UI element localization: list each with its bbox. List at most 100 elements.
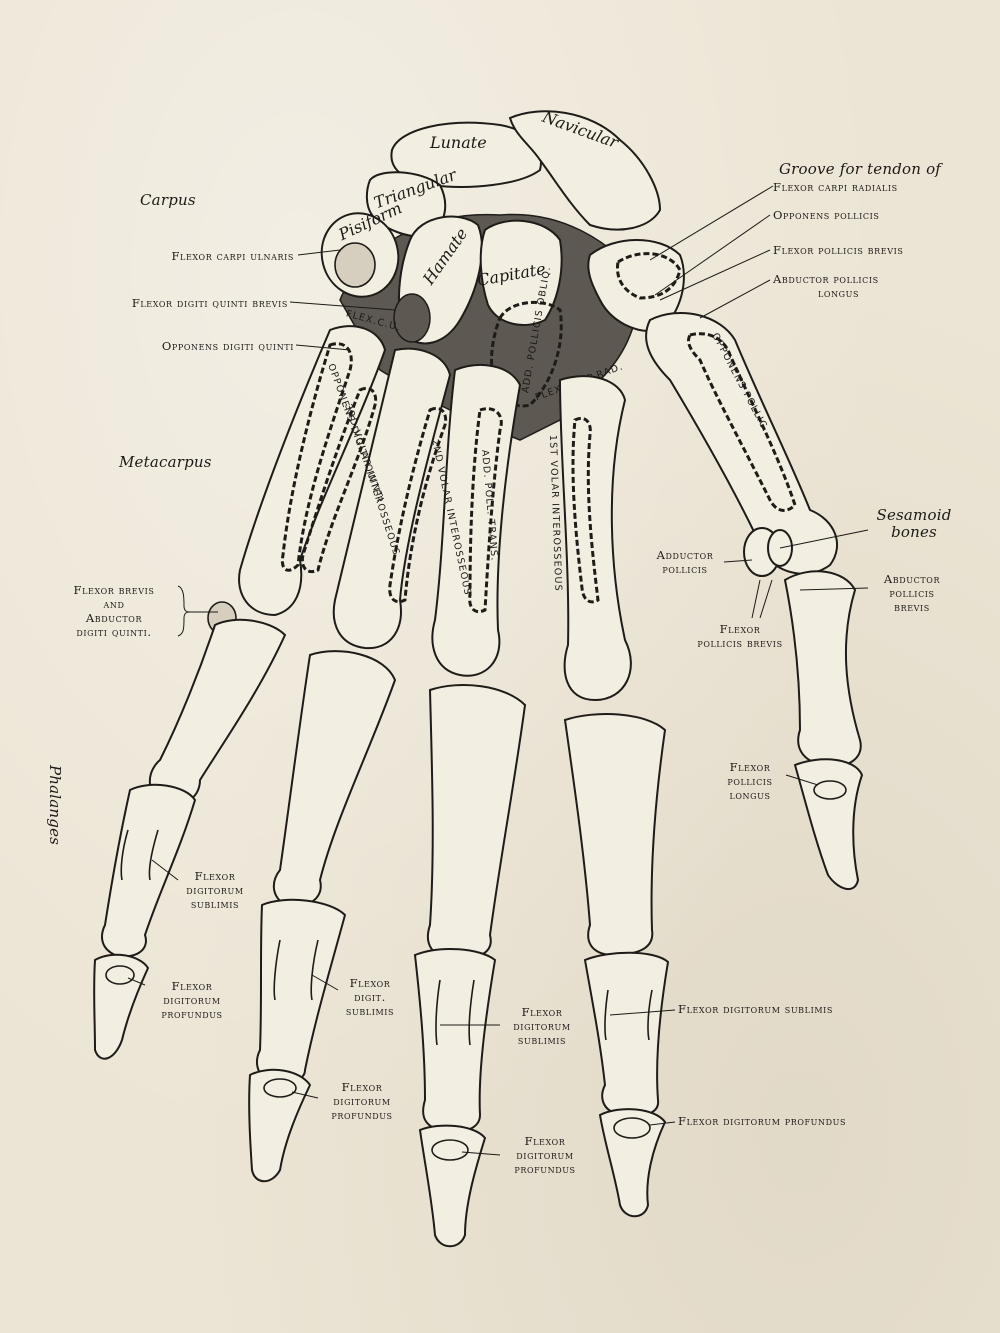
label-fdp-ring-2: digitorum bbox=[333, 1094, 391, 1108]
add-poll-trans-area bbox=[468, 407, 503, 614]
label-fds-little-3: sublimis bbox=[190, 897, 240, 911]
label-fds-ring-3: sublimis bbox=[345, 1004, 395, 1018]
little-distal-phalanx bbox=[93, 953, 150, 1060]
region-label-phalanges: Phalanges bbox=[46, 765, 64, 846]
label-adductor-pollicis-1: Adductor bbox=[656, 548, 714, 562]
third-volar-interosseous-area bbox=[300, 386, 378, 574]
fds-ring-marks bbox=[273, 939, 319, 1001]
leader-flexor-digiti-quinti-brevis bbox=[289, 301, 396, 311]
ring-distal-phalanx bbox=[248, 1068, 312, 1183]
label-sesamoid-2: bones bbox=[891, 523, 937, 541]
thumb-distal-phalanx bbox=[793, 758, 864, 890]
label-flexor-brevis-1: Flexor brevis bbox=[73, 583, 155, 597]
middle-proximal-phalanx bbox=[426, 684, 527, 960]
label-flexor-pollicis-brevis-low-2: pollicis brevis bbox=[697, 636, 783, 650]
leader-flexor-pollicis-brevis-top bbox=[659, 249, 771, 301]
metacarpal-index bbox=[558, 375, 632, 702]
middle-distal-phalanx bbox=[418, 1124, 487, 1248]
add-pollicis-obliq-area bbox=[490, 300, 563, 408]
label-abductor-pollicis-longus-2: longus bbox=[818, 286, 860, 300]
index-middle-phalanx bbox=[583, 951, 670, 1118]
label-fds-little-2: digitorum bbox=[186, 883, 244, 897]
thumb-proximal-phalanx bbox=[783, 570, 862, 768]
label-groove-line2: Flexor carpi radialis bbox=[773, 180, 898, 194]
fds-middle-marks bbox=[435, 979, 475, 1046]
index-proximal-phalanx bbox=[563, 713, 667, 957]
second-volar-interosseous-area bbox=[388, 406, 448, 604]
label-fdp-little-2: digitorum bbox=[163, 993, 221, 1007]
little-proximal-phalanx bbox=[148, 618, 287, 805]
leader-adductor-pollicis bbox=[723, 559, 753, 563]
hamate-hook bbox=[393, 293, 431, 343]
label-flexor-brevis-4: digiti quinti. bbox=[76, 625, 152, 639]
label-fdp-index: Flexor digitorum profundus bbox=[678, 1114, 847, 1128]
label-flexor-digiti-quinti-brevis: Flexor digiti quinti brevis bbox=[131, 296, 288, 310]
leader-fdp-middle bbox=[461, 1151, 501, 1156]
fdp-index-mark bbox=[613, 1117, 651, 1139]
flexor-pollicis-longus-mark bbox=[813, 780, 847, 800]
little-middle-phalanx bbox=[101, 783, 197, 958]
label-abductor-pollicis-brevis-3: brevis bbox=[894, 600, 930, 614]
fdp-middle-mark bbox=[431, 1139, 469, 1161]
sesamoid-bones bbox=[743, 527, 793, 577]
fdp-little-mark bbox=[105, 965, 135, 985]
leader-abductor-pollicis-brevis bbox=[799, 587, 869, 591]
label-fdp-middle-1: Flexor bbox=[524, 1134, 566, 1148]
leader-lines bbox=[127, 185, 869, 1156]
leader-flexor-pollicis-brevis-low-1 bbox=[751, 579, 761, 619]
mark-volar-interosseous-1: 1ST VOLAR INTEROSSEOUS bbox=[547, 435, 563, 592]
phalanx-bones bbox=[93, 570, 864, 1248]
leader-flexor-pollicis-brevis-low-2 bbox=[759, 579, 773, 619]
label-fds-ring-1: Flexor bbox=[349, 976, 391, 990]
leader-fds-index bbox=[609, 1009, 676, 1016]
opponens-pollicis-area bbox=[686, 332, 797, 512]
region-label-carpus: Carpus bbox=[140, 191, 196, 209]
metacarpal-little bbox=[238, 325, 387, 617]
leader-fdp-index bbox=[649, 1121, 676, 1126]
opponens-digiti-quinti-area bbox=[280, 342, 353, 572]
leader-groove bbox=[649, 185, 774, 261]
label-fds-middle-2: digitorum bbox=[513, 1019, 571, 1033]
metacarpal-bones: 3RD VOLAR INTEROSSEOUS 2ND VOLAR INTEROS… bbox=[238, 312, 839, 702]
label-opponens-digiti-quinti: Opponens digiti quinti bbox=[161, 339, 294, 353]
label-fds-index: Flexor digitorum sublimis bbox=[678, 1002, 833, 1016]
flexor-carpi-radialis-groove bbox=[615, 252, 682, 300]
fds-index-marks bbox=[604, 989, 653, 1041]
label-flexor-pollicis-longus-3: longus bbox=[729, 788, 771, 802]
label-abductor-pollicis-brevis-1: Abductor bbox=[883, 572, 941, 586]
ring-proximal-phalanx bbox=[272, 650, 397, 908]
label-flexor-pollicis-brevis-top: Flexor pollicis brevis bbox=[773, 243, 904, 257]
label-sesamoid-1: Sesamoid bbox=[876, 506, 952, 524]
label-flexor-brevis-3: Abductor bbox=[85, 611, 143, 625]
leader-flexor-pollicis-longus bbox=[785, 774, 819, 786]
label-fdp-middle-3: profundus bbox=[514, 1162, 576, 1176]
label-fds-ring-2: digit. bbox=[354, 990, 386, 1004]
leader-flexor-carpi-ulnaris bbox=[297, 249, 341, 256]
navicular-bone bbox=[508, 110, 662, 231]
label-fds-middle-1: Flexor bbox=[521, 1005, 563, 1019]
middle-middle-phalanx bbox=[413, 947, 497, 1133]
metacarpal-middle bbox=[431, 364, 522, 677]
leader-sesamoid bbox=[779, 529, 869, 549]
label-fds-middle-3: sublimis bbox=[517, 1033, 567, 1047]
label-fdp-little-3: profundus bbox=[161, 1007, 223, 1021]
label-opponens-pollicis: Opponens pollicis bbox=[773, 208, 880, 222]
fds-little-marks bbox=[120, 829, 159, 881]
label-flexor-brevis-2: and bbox=[103, 597, 125, 611]
label-groove-line1: Groove for tendon of bbox=[779, 160, 942, 178]
label-adductor-pollicis-2: pollicis bbox=[662, 562, 708, 576]
leader-fdp-little bbox=[127, 977, 146, 986]
capitate-bone bbox=[479, 219, 563, 326]
label-flexor-pollicis-longus-1: Flexor bbox=[729, 760, 771, 774]
fdp-ring-mark bbox=[263, 1078, 297, 1098]
region-label-metacarpus: Metacarpus bbox=[119, 453, 212, 471]
metacarpal-ring bbox=[332, 347, 452, 650]
leader-abductor-pollicis-longus bbox=[699, 279, 771, 319]
label-fds-little-1: Flexor bbox=[194, 869, 236, 883]
label-flexor-pollicis-brevis-low-1: Flexor bbox=[719, 622, 761, 636]
leader-opponens-pollicis bbox=[654, 214, 771, 296]
pisiform-facet bbox=[334, 242, 376, 288]
label-fdp-middle-2: digitorum bbox=[516, 1148, 574, 1162]
leader-fds-ring bbox=[311, 974, 339, 991]
